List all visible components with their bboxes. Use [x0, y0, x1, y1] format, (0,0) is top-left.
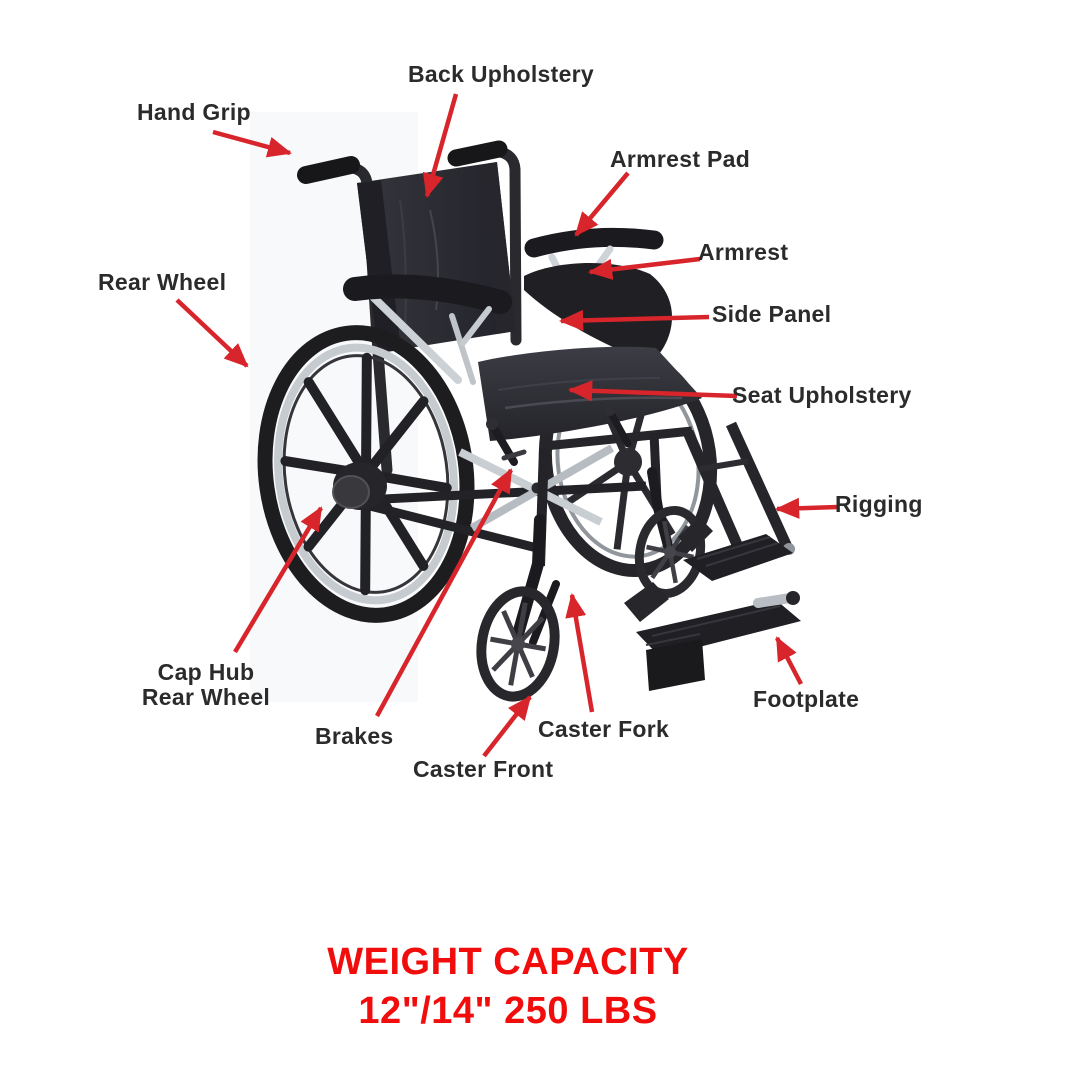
wheelchair-illustration [250, 112, 801, 702]
arrow-armrest-pad [574, 171, 630, 237]
back-upholstery-panel [357, 162, 516, 353]
armrest-pad-far [524, 227, 664, 258]
arrow-side-panel [558, 309, 710, 331]
hand-grip-far [447, 140, 508, 167]
arrow-hand-grip [212, 129, 292, 158]
arrow-rear-wheel [175, 298, 249, 368]
footplate-far [678, 517, 793, 581]
arrow-brakes [375, 468, 513, 718]
frame-chrome-diagonal-2 [449, 313, 476, 385]
label-rear-wheel: Rear Wheel [98, 269, 227, 295]
label-armrest-pad: Armrest Pad [610, 146, 751, 172]
weight-capacity-caption: WEIGHT CAPACITY 12"/14" 250 LBS [0, 938, 1016, 1036]
frame-chrome-diagonal [364, 288, 462, 384]
footplate-near [624, 582, 801, 691]
label-back-upholstery: Back Upholstery [408, 61, 595, 87]
label-cap-hub-line1: Cap Hub [157, 659, 255, 685]
caster-near [476, 514, 560, 702]
label-rigging: Rigging [835, 491, 923, 517]
under-seat-frame [363, 426, 693, 567]
armrest-bracket-chrome [460, 306, 492, 346]
label-caster-fork: Caster Fork [538, 716, 670, 742]
label-hand-grip: Hand Grip [137, 99, 251, 125]
cap-hub-part [332, 462, 387, 510]
caption-line1: WEIGHT CAPACITY [327, 941, 689, 983]
label-armrest: Armrest [698, 239, 789, 265]
arrow-rigging [774, 497, 839, 519]
label-brakes: Brakes [315, 723, 394, 749]
caption-line2: 12"/14" 250 LBS [358, 990, 658, 1032]
arrow-seat-upholstery [567, 380, 738, 402]
label-seat-upholstery: Seat Upholstery [732, 382, 912, 408]
arrow-armrest [587, 256, 701, 280]
arrow-caster-front [482, 695, 532, 758]
hand-grip-near [297, 156, 360, 184]
label-caster-front: Caster Front [413, 756, 554, 782]
brakes-part [486, 406, 632, 466]
arrow-back-upholstery [422, 93, 459, 198]
label-cap-hub-line2: Rear Wheel [141, 684, 271, 710]
armrest-pad-near [343, 274, 512, 314]
label-cap-hub-rear-wheel: Cap Hub Rear Wheel [140, 660, 272, 710]
label-side-panel: Side Panel [712, 301, 832, 327]
side-panel-part [524, 262, 673, 362]
arrow-footplate [775, 636, 803, 686]
arrow-cap-hub [233, 506, 323, 654]
callout-arrows [175, 93, 839, 758]
label-footplate: Footplate [753, 686, 860, 712]
arrow-caster-fork [565, 593, 595, 713]
